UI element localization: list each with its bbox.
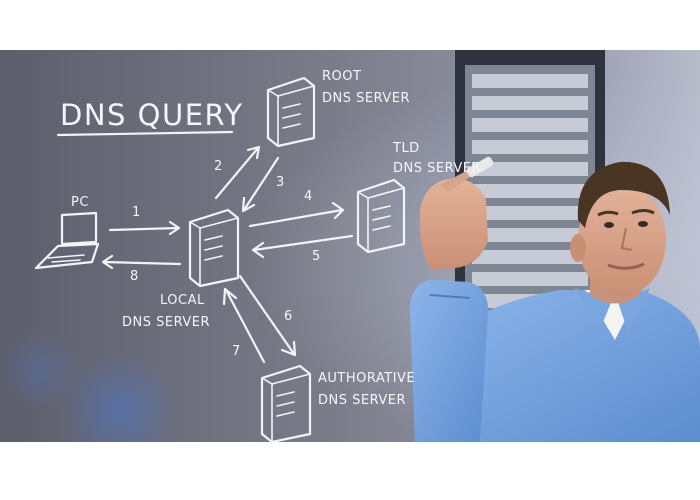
man-figure xyxy=(410,156,700,442)
step-6: 6 xyxy=(284,309,293,324)
root-server-label-1: ROOT xyxy=(322,69,361,84)
pc-laptop-icon xyxy=(34,211,100,270)
local-dns-server-icon xyxy=(188,208,240,288)
step-4: 4 xyxy=(304,189,313,204)
tld-server-label-1: TLD xyxy=(392,141,420,156)
arrows xyxy=(101,145,354,364)
step-3: 3 xyxy=(276,175,285,190)
photo: DNS QUERY PC LOCAL DNS SERVER ROOT DNS S… xyxy=(0,50,700,442)
diagram-title: DNS QUERY xyxy=(60,98,244,132)
title-underline xyxy=(56,130,234,137)
step-7: 7 xyxy=(232,344,241,359)
step-1: 1 xyxy=(132,205,141,220)
tld-dns-server-icon xyxy=(356,178,406,254)
arrow-6 xyxy=(238,274,297,357)
local-server-label-2: DNS SERVER xyxy=(122,315,210,330)
arrow-4 xyxy=(248,201,345,228)
arrow-5 xyxy=(251,234,354,259)
auth-server-label-2: DNS SERVER xyxy=(318,393,406,408)
arrow-2 xyxy=(214,145,261,200)
dns-diagram-photo: DNS QUERY PC LOCAL DNS SERVER ROOT DNS S… xyxy=(0,50,700,442)
tld-server-label-2: DNS SERVER xyxy=(393,161,481,176)
step-5: 5 xyxy=(312,249,321,264)
root-dns-server-icon xyxy=(266,76,316,148)
arrow-7 xyxy=(222,287,266,364)
step-8: 8 xyxy=(130,269,139,284)
root-server-label-2: DNS SERVER xyxy=(322,91,410,106)
auth-server-label-1: AUTHORATIVE xyxy=(318,371,415,386)
step-2: 2 xyxy=(214,159,223,174)
arrow-8 xyxy=(101,254,182,270)
pc-label: PC xyxy=(71,195,89,210)
arrow-3 xyxy=(241,156,280,213)
arrow-1 xyxy=(108,220,181,236)
local-server-label-1: LOCAL xyxy=(160,293,205,308)
authoritative-dns-server-icon xyxy=(260,364,312,442)
